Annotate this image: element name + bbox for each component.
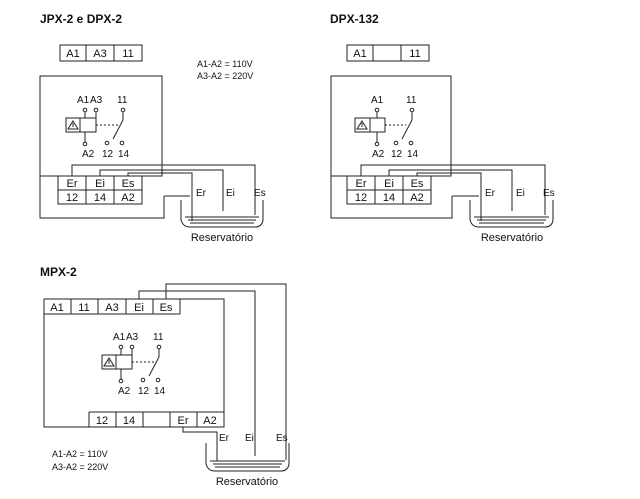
terminal-label: Es	[160, 302, 173, 314]
top-terminal-strip: A1 11 A3 Ei Es	[44, 299, 181, 315]
probe-label: Es	[276, 433, 288, 444]
reservoir-label: Reservatório	[216, 476, 278, 488]
bottom-terminal-strip: Er Ei Es 12 14 A2	[57, 175, 143, 205]
terminal-label: A1	[66, 48, 79, 60]
terminal-label: Es	[122, 178, 135, 190]
terminal-label: A2	[121, 192, 134, 204]
relay-terminal-label: 12	[102, 149, 114, 160]
relay-terminal-label: 11	[153, 332, 164, 343]
relay-terminal-label: A3	[90, 95, 103, 106]
terminal-label: 11	[409, 48, 420, 60]
terminal-label: A2	[410, 192, 423, 204]
relay-terminal-label: A1	[371, 95, 384, 106]
terminal-label: 12	[355, 192, 367, 204]
diagram-mpx2: MPX-2 A1 11 A3 Ei Es A1 A3 11	[40, 265, 290, 488]
terminal-label: Er	[67, 178, 78, 190]
wire	[330, 176, 453, 219]
relay-terminal-label: 11	[406, 95, 417, 106]
wire	[39, 176, 165, 219]
relay-terminal-label: A2	[118, 386, 131, 397]
top-terminal-strip: A1 A3 11	[59, 44, 143, 62]
diagram-title: DPX-132	[330, 12, 379, 26]
voltage-note: A3-A2 = 220V	[197, 71, 253, 81]
wire	[388, 169, 513, 211]
reservoir: Er Ei Es Reservatório	[205, 433, 290, 488]
device-body	[43, 298, 225, 428]
bottom-terminal-strip: Er Ei Es 12 14 A2	[346, 175, 432, 205]
terminal-label: 11	[78, 302, 89, 314]
diagram-title: JPX-2 e DPX-2	[40, 12, 122, 26]
probe-label: Es	[254, 188, 266, 199]
wire	[360, 164, 546, 215]
relay-terminal-label: A2	[82, 149, 95, 160]
relay-terminal-label: A3	[126, 332, 139, 343]
terminal-label: 11	[122, 48, 133, 60]
terminal-label: Ei	[384, 178, 394, 190]
terminal-label: Er	[178, 415, 189, 427]
terminal-label: A1	[353, 48, 366, 60]
terminal-label: 14	[94, 192, 106, 204]
diagram-dpx132: DPX-132 A1 11 A1 11 A	[330, 12, 555, 244]
terminal-label: A2	[203, 415, 216, 427]
probe-label: Es	[543, 188, 555, 199]
terminal-label: Ei	[95, 178, 105, 190]
relay-terminal-label: 14	[407, 149, 419, 160]
wire	[138, 290, 256, 456]
relay-symbol: A1 A3 11 A2 12 14	[101, 332, 166, 397]
relay-symbol: A1 11 A2 12 14	[354, 95, 419, 160]
voltage-note: A3-A2 = 220V	[52, 462, 108, 472]
voltage-note: A1-A2 = 110V	[52, 449, 108, 459]
wire	[182, 427, 218, 461]
relay-terminal-label: A1	[113, 332, 126, 343]
terminal-label: 14	[123, 415, 135, 427]
reservoir: Er Ei Es Reservatório	[180, 188, 266, 244]
terminal-label: Ei	[134, 302, 144, 314]
terminal-label: 12	[66, 192, 78, 204]
probe-label: Ei	[516, 188, 525, 199]
reservoir-label: Reservatório	[481, 232, 543, 244]
relay-terminal-label: 14	[118, 149, 130, 160]
warning-icon	[356, 120, 368, 130]
relay-terminal-label: 12	[391, 149, 403, 160]
relay-symbol: A1 A3 11 A2 12 14	[65, 95, 130, 160]
wire	[416, 172, 482, 221]
probe-label: Er	[485, 188, 496, 199]
wire	[99, 169, 224, 211]
terminal-label: Er	[356, 178, 367, 190]
relay-terminal-label: 12	[138, 386, 150, 397]
warning-icon	[103, 357, 115, 367]
relay-terminal-label: A2	[372, 149, 385, 160]
terminal-label: A3	[93, 48, 106, 60]
terminal-label: 14	[383, 192, 395, 204]
terminal-label: 12	[96, 415, 108, 427]
terminal-label: A1	[50, 302, 63, 314]
warning-icon	[67, 120, 79, 130]
voltage-note: A1-A2 = 110V	[197, 59, 253, 69]
reservoir: Er Ei Es Reservatório	[469, 188, 555, 244]
relay-terminal-label: 14	[154, 386, 166, 397]
probe-label: Er	[219, 433, 230, 444]
wire	[127, 172, 193, 221]
device-body	[39, 75, 163, 177]
relay-terminal-label: 11	[117, 95, 128, 106]
probe-label: Ei	[245, 433, 254, 444]
relay-terminal-label: A1	[77, 95, 90, 106]
diagram-jpx2-dpx2: JPX-2 e DPX-2 A1 A3 11 A1-A2 = 110V A3-A…	[39, 12, 266, 244]
probe-label: Ei	[226, 188, 235, 199]
probe-label: Er	[196, 188, 207, 199]
diagram-title: MPX-2	[40, 265, 77, 279]
bottom-terminal-strip: 12 14 Er A2	[88, 411, 224, 427]
top-terminal-strip: A1 11	[346, 44, 430, 62]
device-body	[330, 75, 452, 177]
wire	[71, 164, 256, 215]
reservoir-label: Reservatório	[191, 232, 253, 244]
terminal-label: Es	[411, 178, 424, 190]
terminal-label: A3	[105, 302, 118, 314]
